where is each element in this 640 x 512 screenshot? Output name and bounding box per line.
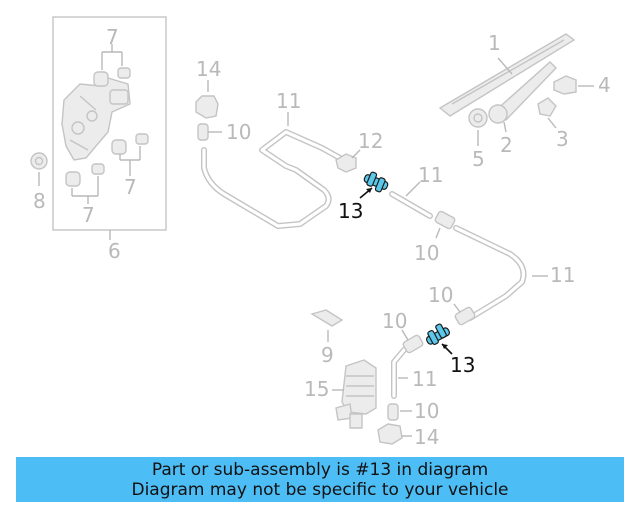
callout-7-top: 7	[106, 25, 119, 49]
connector-part-10-b	[434, 210, 456, 230]
callout-15: 15	[304, 377, 329, 401]
motor-assembly-box	[52, 16, 167, 240]
callout-3: 3	[556, 127, 569, 151]
callout-13-bottom: 13	[450, 353, 475, 377]
callout-7-right: 7	[124, 175, 137, 199]
leader-10-d	[401, 329, 409, 341]
connector-part-10-c	[454, 306, 476, 326]
callout-14-bottom: 14	[414, 425, 439, 449]
info-banner: Part or sub-assembly is #13 in diagram D…	[16, 457, 624, 502]
connector-part-13-highlighted-top	[359, 171, 389, 199]
callout-11-b: 11	[418, 163, 443, 187]
leader-11-b	[405, 181, 421, 197]
washer-hose-part-11	[201, 129, 527, 399]
check-valve-part-12	[335, 149, 361, 173]
wiper-blade-part-1	[438, 33, 576, 117]
callout-6: 6	[108, 239, 121, 263]
leader-10-b	[435, 227, 441, 239]
callout-8: 8	[33, 189, 46, 213]
connector-part-13-highlighted-bottom	[425, 323, 453, 355]
connector-part-10-e	[387, 403, 399, 421]
nozzle-part-14-bottom	[377, 423, 412, 445]
banner-line-2: Diagram may not be specific to your vehi…	[131, 479, 509, 500]
callout-1: 1	[488, 31, 501, 55]
washer-pump-part-15	[332, 359, 377, 429]
callout-2: 2	[500, 133, 513, 157]
callout-10-c: 10	[428, 283, 453, 307]
nut-part-8	[30, 152, 48, 186]
banner-line-1: Part or sub-assembly is #13 in diagram	[151, 459, 489, 480]
nozzle-part-4	[553, 75, 594, 95]
callout-9: 9	[321, 343, 334, 367]
grommet-part-7	[65, 67, 149, 187]
callout-11-c: 11	[550, 263, 575, 287]
callout-5: 5	[472, 147, 485, 171]
callout-11-d: 11	[412, 367, 437, 391]
callout-7-bottom: 7	[82, 203, 95, 227]
connector-part-10-a	[197, 123, 209, 141]
leader-10-c	[453, 303, 461, 313]
callout-4: 4	[598, 73, 611, 97]
gasket-part-9	[310, 309, 344, 342]
callout-14-top: 14	[196, 57, 221, 81]
callout-12: 12	[358, 129, 383, 153]
callout-11-a: 11	[276, 89, 301, 113]
callout-10-a: 10	[226, 120, 251, 144]
callout-13-top: 13	[338, 199, 363, 223]
nut-part-5	[468, 108, 488, 146]
callout-10-b: 10	[414, 241, 439, 265]
callout-10-e: 10	[414, 399, 439, 423]
callout-10-d: 10	[382, 309, 407, 333]
nozzle-part-14-top	[195, 80, 219, 119]
cap-part-3	[537, 97, 557, 129]
wiper-arm-part-2	[488, 61, 557, 133]
connector-part-10-d	[402, 334, 424, 354]
